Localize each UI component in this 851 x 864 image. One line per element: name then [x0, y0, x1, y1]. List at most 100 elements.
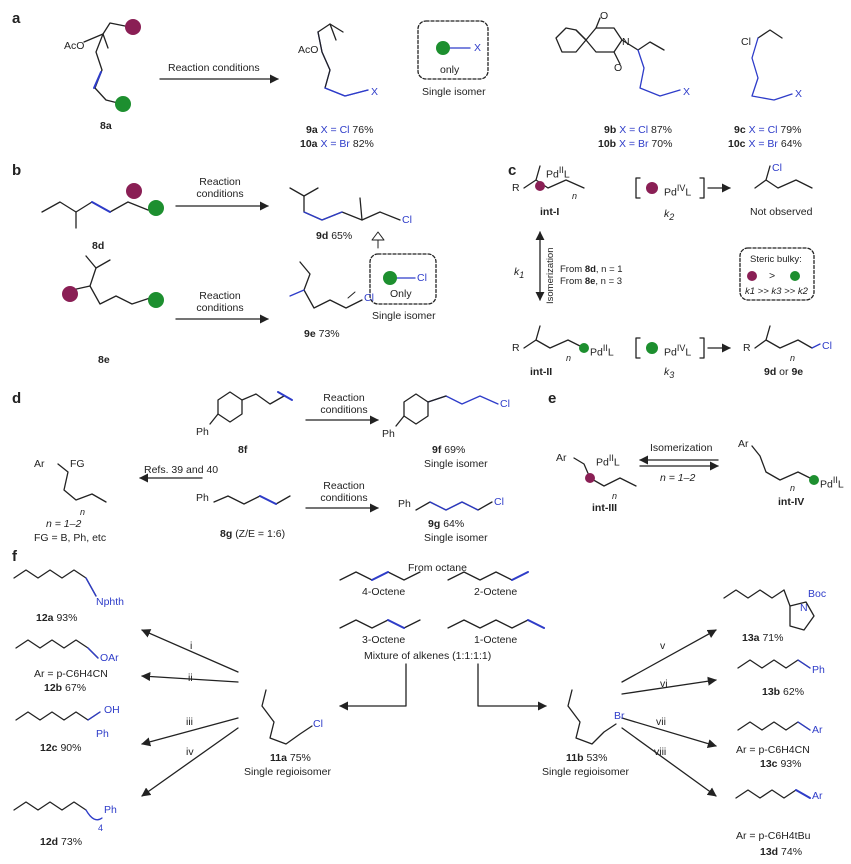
- cl-label-9e: Cl: [364, 292, 374, 304]
- n-product-c: n: [790, 353, 796, 363]
- yield-12b: 12b 67%: [44, 682, 86, 694]
- compound-8a-label: 8a: [100, 120, 112, 132]
- r-int-II: R: [512, 342, 520, 354]
- conditions-b2-l2: conditions: [196, 302, 244, 314]
- from-8d-id: 8d: [584, 264, 596, 275]
- id-10c: 10c: [728, 138, 746, 150]
- from-octane: From octane: [408, 562, 467, 574]
- only-label-b: Only: [390, 288, 412, 300]
- pct-9g: 64%: [443, 518, 465, 530]
- pd3-ox: II: [608, 453, 614, 463]
- ph-9f: Ph: [382, 428, 395, 440]
- arrow-iv: [141, 727, 239, 797]
- int-I-structure: [523, 165, 585, 189]
- cl-product-c: Cl: [822, 340, 832, 352]
- id-9b: 9b: [604, 124, 617, 136]
- n-label-d: n: [80, 507, 86, 517]
- only-label-a: only: [440, 64, 460, 76]
- yield-10b: 10b X = Br 70%: [598, 138, 672, 150]
- from-8d: From 8d, n = 1: [560, 264, 623, 276]
- conditions-d2-l2: conditions: [320, 492, 368, 504]
- ar-13d: Ar: [812, 790, 823, 802]
- panel-label-e: e: [548, 390, 557, 407]
- product-9f-structure: [395, 393, 499, 427]
- arrow-viii: [621, 727, 717, 797]
- structure-13b: [737, 659, 811, 669]
- from-8e: From 8e, n = 3: [560, 276, 622, 288]
- fg-list: FG = B, Ph, etc: [34, 532, 107, 544]
- green-site-icon: [148, 200, 164, 216]
- yield-9e: 9e 73%: [304, 328, 340, 340]
- cl-label-9d: Cl: [402, 214, 412, 226]
- structure-13c: [737, 721, 811, 731]
- step-i: i: [190, 640, 193, 652]
- purple-site-icon: [646, 182, 658, 194]
- conditions-b1-l1: Reaction: [199, 176, 241, 188]
- structure-13d: [735, 789, 811, 799]
- purple-site-icon: [535, 181, 545, 191]
- k2-label: k2: [664, 208, 674, 223]
- pct-13c: 93%: [780, 758, 802, 770]
- purple-site-icon: [747, 271, 757, 281]
- ar-def-13c: Ar = p-C6H4CN: [736, 744, 810, 756]
- substrate-8e-structure: [71, 255, 151, 305]
- arrow-iii: [141, 717, 239, 747]
- pct-9a: 76%: [352, 124, 374, 136]
- nphth-12a: Nphth: [96, 596, 125, 608]
- product-c-structure: [754, 325, 821, 349]
- arrow-to-11b: [477, 663, 547, 711]
- from-8e-post: , n = 3: [595, 276, 623, 287]
- ligand: L: [563, 168, 570, 181]
- pct-12c: 90%: [60, 742, 82, 754]
- conditions-d1-l2: conditions: [320, 404, 368, 416]
- octene-1-label: 1-Octene: [474, 634, 518, 646]
- arrow-i: [141, 629, 239, 673]
- step-iv: iv: [186, 746, 194, 758]
- pd2-ligand: L: [607, 346, 614, 359]
- ph-8f: Ph: [196, 426, 209, 438]
- arrow-to-11a: [339, 663, 407, 711]
- ph-12c: Ph: [96, 728, 109, 740]
- site-markers: [62, 19, 819, 485]
- not-observed-label: Not observed: [750, 206, 813, 218]
- from-8d-pre: From: [560, 264, 585, 275]
- ar-def-12b: Ar = p-C6H4CN: [34, 668, 108, 680]
- sub-12d: 4: [98, 823, 104, 833]
- int-II-label: int-II: [530, 366, 553, 378]
- yield-12c: 12c 90%: [40, 742, 81, 754]
- open-arrow-up: [371, 231, 385, 249]
- cl-label-9c: Cl: [741, 36, 751, 48]
- from-8e-pre: From: [560, 276, 585, 287]
- panel-label-a: a: [12, 10, 21, 27]
- reaction-conditions-a: Reaction conditions: [168, 62, 260, 74]
- green-site-icon: [436, 41, 450, 55]
- step-vii: vii: [656, 716, 666, 728]
- x-9b: X = Cl: [619, 124, 649, 136]
- single-regioisomer-11a: Single regioisomer: [244, 766, 331, 778]
- conditions-b1-l2: conditions: [196, 188, 244, 200]
- id-13a: 13a: [742, 632, 760, 644]
- step-viii: viii: [654, 746, 667, 758]
- n-range-e: n = 1–2: [660, 472, 696, 484]
- bracket-c1: [635, 177, 705, 199]
- step-v: v: [660, 640, 666, 652]
- from-8e-id: 8e: [584, 276, 596, 287]
- cl-label-box-b: Cl: [417, 272, 427, 284]
- octene-2: [447, 571, 529, 581]
- ar-def-13d: Ar = p-C6H4tBu: [736, 830, 811, 842]
- id-12a: 12a: [36, 612, 54, 624]
- cl-11a: Cl: [313, 718, 323, 730]
- conditions-d2-l1: Reaction: [323, 480, 365, 492]
- id-9c: 9c: [734, 124, 746, 136]
- structure-12b: [15, 639, 99, 659]
- id-12d: 12d: [40, 836, 59, 848]
- fg-label: FG: [70, 458, 85, 470]
- yield-10a: 10a X = Br 82%: [300, 138, 374, 150]
- panel-label-c: c: [508, 162, 517, 179]
- x-10a: X = Br: [320, 138, 350, 150]
- arrow-vii: [621, 717, 717, 749]
- ratio-8g: (Z/E = 1:6): [235, 528, 286, 540]
- ph-8g: Ph: [196, 492, 209, 504]
